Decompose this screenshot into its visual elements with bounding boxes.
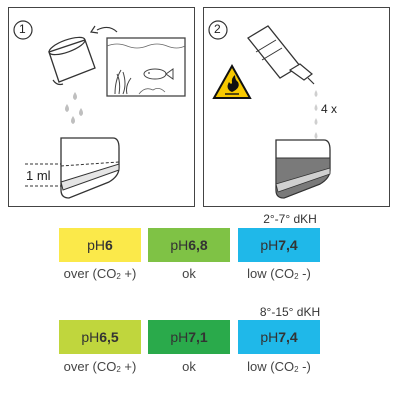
dropper-bottle-icon — [247, 25, 315, 85]
dkh-range-label-1: 2°-7° dKH — [263, 212, 317, 226]
swatch-caption: over (CO2 +) — [63, 359, 137, 374]
ph-value: 6,8 — [188, 237, 208, 253]
step-2-illustration — [208, 20, 331, 199]
swatch-caption: ok — [182, 359, 196, 374]
water-drop-icon — [314, 90, 318, 139]
ph-prefix: pH — [170, 329, 189, 345]
flammable-warning-icon — [212, 63, 252, 99]
ph-prefix: pH — [260, 329, 279, 345]
step-1-panel: 1 1 ml — [8, 7, 195, 207]
volume-marker — [25, 163, 61, 187]
pour-arrow-icon — [89, 25, 118, 34]
water-drop-icon — [65, 92, 83, 124]
step-number-circle — [13, 20, 33, 40]
ph-prefix: pH — [260, 237, 279, 253]
volume-label: 1 ml — [26, 168, 51, 183]
ph-value: 6 — [105, 237, 113, 253]
dkh-range-label-2: 8°-15° dKH — [259, 305, 321, 319]
step-number-circle — [208, 20, 228, 40]
test-vial-icon — [275, 139, 331, 199]
beaker-pour-icon — [48, 36, 96, 86]
ph-value: 6,5 — [99, 329, 119, 345]
ph-value: 7,4 — [278, 329, 298, 345]
ph-prefix: pH — [170, 237, 189, 253]
step-2-panel: 2 4 x — [203, 7, 390, 207]
swatch-caption: over (CO2 +) — [63, 266, 137, 281]
swatch-caption: low (CO2 -) — [247, 359, 311, 374]
test-vial-icon — [60, 137, 120, 199]
swatch-caption: low (CO2 -) — [247, 266, 311, 281]
ph-prefix: pH — [81, 329, 100, 345]
step-number: 1 — [19, 22, 26, 36]
ph-value: 7,1 — [188, 329, 208, 345]
step-number: 2 — [214, 22, 221, 36]
drops-label: 4 x — [321, 102, 338, 116]
step-1-illustration — [13, 20, 186, 199]
ph-value: 7,4 — [278, 237, 298, 253]
swatch-caption: ok — [182, 266, 196, 281]
aquarium-icon — [106, 37, 186, 97]
ph-prefix: pH — [87, 237, 106, 253]
